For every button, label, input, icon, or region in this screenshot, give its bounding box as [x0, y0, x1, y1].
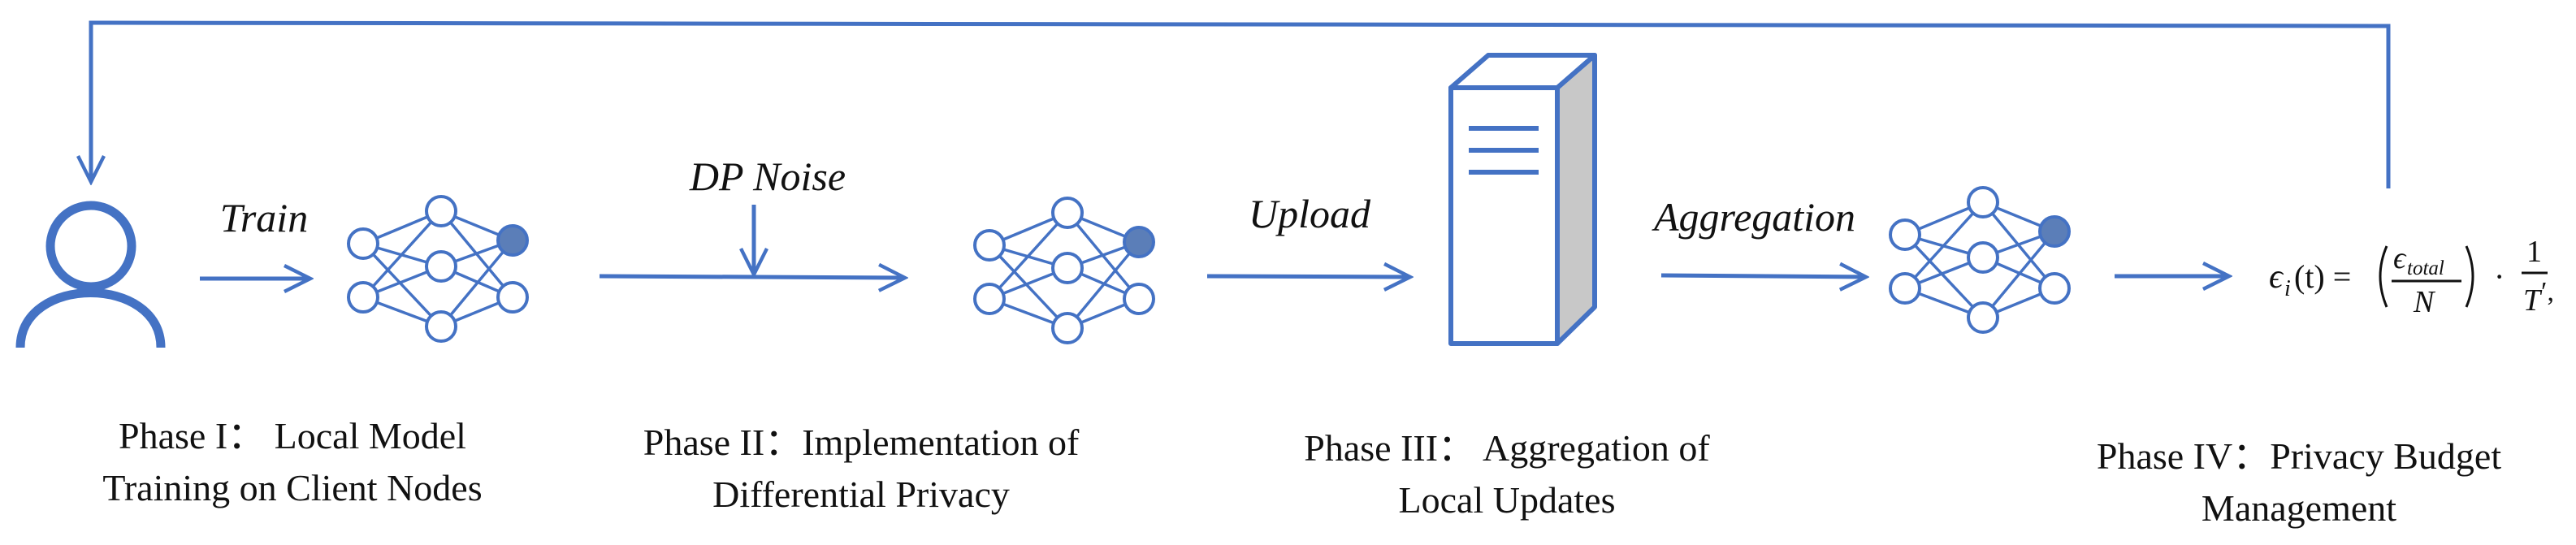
- phase-1-line-1: Phase I： Local Model: [119, 415, 466, 456]
- network-node: [1051, 197, 1084, 229]
- network-node: [1051, 312, 1084, 344]
- neural-network-icon: [1889, 186, 2071, 334]
- network-node: [1889, 272, 1921, 305]
- aggregation-arrow: [1660, 275, 1864, 277]
- phase-3-line-1: Phase III： Aggregation of: [1304, 427, 1710, 469]
- network-node: [496, 281, 529, 314]
- aggregation-label: Aggregation: [1652, 194, 1855, 240]
- svg-text:i: i: [2284, 276, 2291, 301]
- network-node: [1051, 252, 1084, 284]
- phase-2-caption: Phase II：Implementation of Differential …: [585, 417, 1137, 521]
- highlighted-node: [1123, 226, 1155, 258]
- highlighted-node: [496, 224, 529, 257]
- network-node: [2038, 272, 2071, 305]
- train-label: Train: [220, 195, 308, 240]
- network-node: [1967, 186, 1999, 218]
- upload-label: Upload: [1249, 191, 1371, 236]
- network-node: [1967, 241, 1999, 274]
- neural-network-icon: [347, 195, 529, 343]
- neural-network-icon: [973, 197, 1155, 344]
- phase-4-caption: Phase IV：Privacy Budget Management: [2023, 430, 2575, 534]
- svg-text:1: 1: [2526, 235, 2542, 269]
- phase-2-line-2: Differential Privacy: [712, 474, 1010, 515]
- network-node: [1123, 283, 1155, 315]
- svg-text:T: T: [2523, 283, 2543, 318]
- phase-1-caption: Phase I： Local Model Training on Client …: [16, 410, 569, 514]
- svg-text:·: ·: [2494, 258, 2505, 295]
- phase-2-line-1: Phase II：Implementation of: [643, 422, 1080, 463]
- dp-arrow: [599, 276, 903, 278]
- network-node: [425, 195, 457, 227]
- network-node: [425, 250, 457, 283]
- phase-3-caption: Phase III： Aggregation of Local Updates: [1231, 422, 1783, 526]
- highlighted-node: [2038, 215, 2071, 248]
- svg-text:total: total: [2407, 257, 2444, 279]
- network-node: [1967, 301, 1999, 334]
- network-node: [973, 229, 1006, 262]
- network-node: [973, 283, 1006, 315]
- network-node: [347, 227, 379, 260]
- svg-text:N: N: [2413, 285, 2436, 319]
- phase-4-line-2: Management: [2201, 487, 2397, 529]
- svg-text:(t) =: (t) =: [2294, 258, 2351, 295]
- phase-1-line-2: Training on Client Nodes: [102, 467, 483, 508]
- network-node: [1889, 218, 1921, 251]
- dp-noise-label: DP Noise: [689, 154, 846, 199]
- phase-3-line-2: Local Updates: [1398, 479, 1616, 521]
- user-icon: [15, 201, 166, 348]
- feedback-loop-arrow: [91, 20, 2391, 188]
- privacy-budget-formula: ϵ i (t) = ϵ total N · 1 T ′,: [2269, 235, 2554, 319]
- server-icon: [1448, 53, 1597, 346]
- network-node: [425, 310, 457, 343]
- network-node: [347, 281, 379, 314]
- phase-4-line-1: Phase IV：Privacy Budget: [2096, 435, 2502, 477]
- upload-arrow: [1206, 276, 1409, 277]
- svg-text:′,: ′,: [2541, 277, 2554, 307]
- svg-text:ϵ: ϵ: [2269, 258, 2284, 296]
- svg-text:ϵ: ϵ: [2393, 241, 2407, 275]
